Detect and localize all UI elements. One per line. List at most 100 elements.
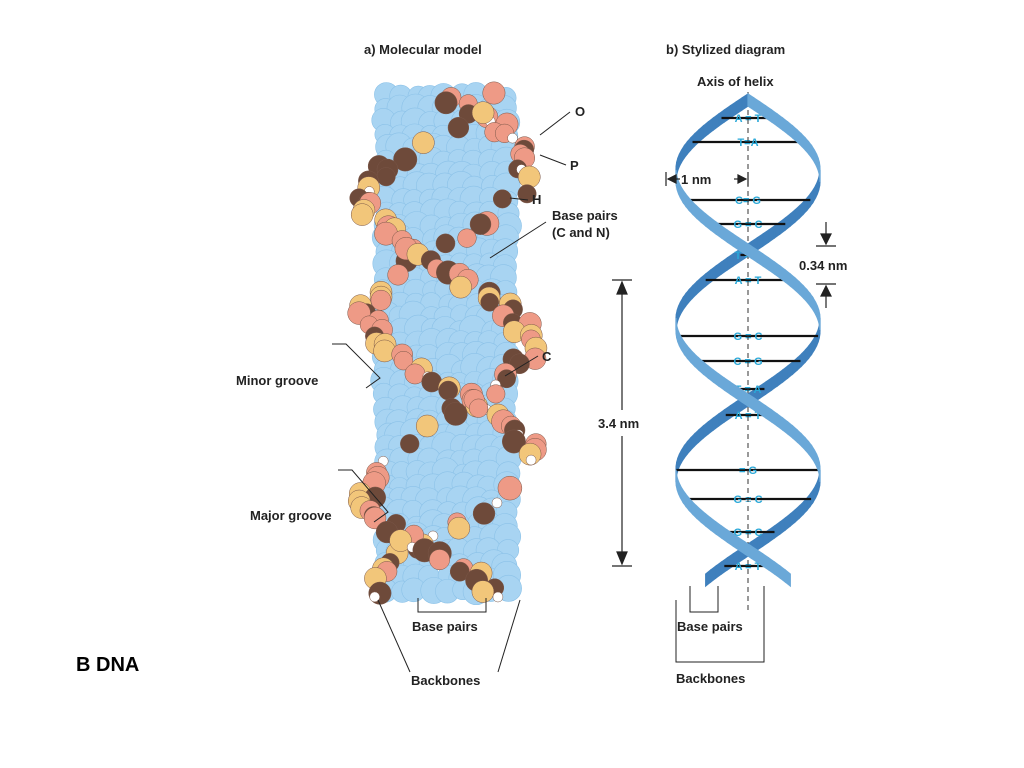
backbone-strand-2	[789, 272, 796, 292]
label-carbon: C	[542, 349, 552, 364]
backbone-strand-1	[726, 252, 734, 272]
helix-ribbon-front	[675, 92, 821, 588]
b-dna-label: B DNA	[76, 654, 139, 676]
backbone-strand-2	[779, 564, 786, 584]
width-label: 1 nm	[681, 172, 711, 187]
label-pitch: 3.4 nm	[598, 416, 639, 431]
backbone-strand-1	[691, 280, 698, 300]
backbone-strand-1	[715, 260, 723, 280]
label-minor-groove: Minor groove	[236, 373, 318, 388]
backbone-strand-2	[691, 200, 698, 220]
backbone-strand-2	[798, 280, 805, 300]
oxygen-atom	[469, 398, 489, 418]
phosphorus-atom	[471, 580, 495, 603]
backbone-strand-1	[765, 104, 773, 124]
backbone-strand-2	[723, 104, 731, 124]
rise-label: 0.34 nm	[799, 258, 847, 273]
width-dimension	[665, 172, 749, 186]
carbon-atom	[443, 402, 468, 426]
backbone-strand-1	[787, 120, 794, 140]
axis-of-helix-label: Axis of helix	[697, 74, 774, 89]
base-pair-label: T=A	[737, 137, 758, 149]
backbone-strand-2	[720, 224, 728, 244]
backbone-strand-2	[718, 408, 725, 428]
panel-b-title: b) Stylized diagram	[666, 42, 785, 57]
backbone-strand-1	[787, 420, 794, 440]
backbone-strand-2	[707, 416, 714, 436]
backbone-strand-1	[768, 524, 776, 544]
molecular-model	[347, 81, 548, 606]
backbone-strand-2	[715, 520, 723, 540]
backbone-strand-1	[782, 116, 789, 136]
carbon-atom	[376, 167, 396, 187]
backbone-strand-2	[741, 92, 749, 112]
backbone-strand-2	[693, 428, 700, 448]
carbon-atom	[472, 502, 496, 525]
hydrogen-atom	[507, 132, 518, 144]
backbone-strand-1	[700, 272, 707, 292]
label-major-groove: Major groove	[250, 508, 332, 523]
backbone-strand-1	[796, 128, 803, 148]
backbone-strand-2	[762, 252, 770, 272]
backbone-strand-2	[702, 420, 709, 440]
backbone-strand-1	[789, 508, 796, 528]
backbone-strand-1	[707, 364, 714, 384]
backbone-strand-1	[784, 512, 791, 532]
oxygen-atom	[497, 475, 523, 501]
backbone-strand-1	[710, 564, 717, 584]
panel-b-base-pairs-label: Base pairs	[677, 619, 743, 634]
carbon-atom	[480, 292, 499, 312]
carbon-atom	[502, 429, 526, 454]
hydrogen-atom	[525, 454, 537, 466]
backbone-strand-2	[710, 216, 717, 236]
backbone-strand-1	[765, 404, 773, 424]
hydrogen-atom	[491, 497, 503, 509]
backbone-strand-2	[700, 208, 707, 228]
backbone-strand-1	[720, 256, 728, 276]
backbone-strand-1	[715, 560, 723, 580]
backbone-strand-1	[702, 360, 709, 380]
carbon-atom	[400, 434, 420, 454]
backbone-strand-2	[698, 424, 704, 444]
oxygen-atom	[370, 289, 392, 311]
label-oxygen: O	[575, 104, 585, 119]
backbone-strand-2	[702, 120, 709, 140]
backbone-strand-1	[779, 216, 786, 236]
backbone-strand-1	[693, 352, 700, 372]
phosphorus-atom	[412, 131, 435, 154]
panel-a-leaders	[332, 111, 571, 673]
backbone-strand-2	[794, 276, 801, 296]
backbone-strand-2	[712, 412, 720, 432]
backbone-strand-2	[773, 560, 781, 580]
backbone-strand-1	[792, 124, 798, 144]
backbone-strand-2	[784, 568, 791, 588]
carbon-atom	[469, 213, 492, 235]
backbone-strand-2	[726, 228, 734, 248]
carbon-atom	[517, 184, 537, 204]
phosphorus-atom	[350, 203, 374, 226]
backbone-strand-1	[768, 224, 776, 244]
backbone-strand-1	[723, 376, 731, 396]
backbone-strand-1	[798, 500, 805, 520]
panel-b-backbones-label: Backbones	[676, 671, 745, 686]
hydrogen-atom	[369, 591, 380, 603]
backbone-strand-1	[796, 428, 803, 448]
backbone-strand-2	[776, 368, 784, 388]
backbone-strand-2	[698, 124, 704, 144]
label-phosphorus: P	[570, 158, 579, 173]
backbone-strand-2	[784, 268, 791, 288]
oxygen-atom	[387, 264, 409, 286]
backbone-strand-1	[726, 552, 734, 572]
backbone-strand-1	[712, 368, 720, 388]
backbone-strand-1	[762, 228, 770, 248]
oxygen-atom	[486, 384, 506, 404]
backbone-strand-2	[712, 112, 720, 132]
backbone-strand-2	[691, 500, 698, 520]
backbone-strand-2	[771, 372, 778, 392]
backbone-strand-2	[695, 204, 702, 224]
backbone-strand-2	[705, 212, 712, 232]
panel-a-title: a) Molecular model	[364, 42, 482, 57]
helix-ribbon-back	[675, 92, 821, 588]
backbone-strand-2	[695, 504, 702, 524]
